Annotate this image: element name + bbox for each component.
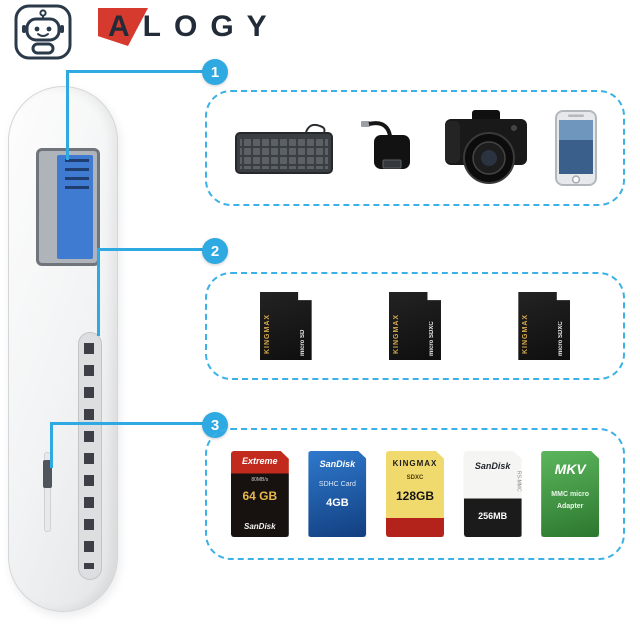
sdhc-capacity: 4GB: [326, 497, 349, 509]
microsd-card-2: KINGMAX micro SDXC: [388, 292, 441, 360]
callout1-line-horizontal: [66, 70, 206, 73]
callout2-line-vertical: [97, 248, 100, 336]
kingmax-capacity: 128GB: [395, 489, 434, 503]
mkv-line1: MMC micro: [551, 491, 590, 498]
callout-badge-2: 2: [202, 238, 228, 264]
mkv-line2: Adapter: [556, 503, 584, 510]
usb-pins: [65, 159, 89, 193]
sd-cards-box: Extreme 80MB/s 64 GB SanDisk SanDisk SDH…: [205, 428, 625, 560]
microsd-1-brand: KINGMAX: [263, 313, 271, 354]
brand-logo: ALOGY: [96, 4, 396, 50]
mkv-brand: MKV: [554, 461, 586, 477]
microsd-2-brand: KINGMAX: [392, 313, 400, 354]
extreme-label: Extreme: [242, 456, 278, 466]
sd-card-sandisk-extreme: Extreme 80MB/s 64 GB SanDisk: [230, 451, 289, 537]
kingmax-brand: KINGMAX: [392, 459, 438, 468]
microsd-card-slot: [44, 452, 51, 532]
callout-badge-1: 1: [202, 59, 228, 85]
microsd-2-type: micro SDXC: [428, 321, 435, 356]
microsd-card-3: KINGMAX micro SDXC: [518, 292, 571, 360]
microsd-cards-box: KINGMAX micro SD KINGMAX micro SDXC KING…: [205, 272, 625, 380]
microsd-3-brand: KINGMAX: [522, 313, 530, 354]
callout1-line-vertical: [66, 70, 69, 160]
kingmax-sub: SDXC: [406, 475, 424, 481]
callout3-line-horizontal: [50, 422, 206, 425]
sandisk256-capacity: 256MB: [478, 511, 508, 521]
sd-slot-contacts: [84, 343, 94, 569]
sdhc-brand: SanDisk: [319, 459, 356, 469]
sandisk256-type: RS-MMC: [515, 471, 522, 492]
robot-logo-svg: [14, 4, 72, 60]
microsd-card-1: KINGMAX micro SD: [259, 292, 312, 360]
sd-card-slot: [78, 332, 102, 580]
keyboard-icon: [234, 123, 333, 174]
callout2-line-horizontal: [97, 248, 206, 251]
callout3-line-vertical: [50, 422, 53, 468]
sd-card-sandisk-sdhc: SanDisk SDHC Card 4GB: [308, 451, 367, 537]
sandisk256-brand: SanDisk: [474, 461, 511, 471]
microsd-1-type: micro SD: [299, 329, 306, 356]
microsd-slot-opening: [43, 460, 52, 488]
sdhc-name: SDHC Card: [318, 481, 356, 488]
dslr-camera-icon: [444, 110, 527, 184]
brand-name: ALOGY: [108, 10, 280, 43]
sd-card-sandisk-256: SanDisk 256MB RS-MMC: [463, 451, 522, 537]
extreme-capacity: 64 GB: [242, 489, 278, 503]
sd-card-kingmax: KINGMAX SDXC 128GB: [385, 451, 444, 537]
usb-network-adapter-icon: [360, 121, 410, 169]
smartphone-icon: [554, 110, 597, 186]
mmc-micro-adapter-card: MKV MMC micro Adapter: [541, 451, 600, 537]
extreme-speed: 80MB/s: [251, 477, 269, 483]
robot-logo-icon: [14, 4, 72, 60]
usb-a-port: [36, 148, 100, 266]
usb-devices-box: [205, 90, 625, 206]
microsd-3-type: micro SDXC: [558, 321, 565, 356]
extreme-brand: SanDisk: [244, 522, 276, 531]
